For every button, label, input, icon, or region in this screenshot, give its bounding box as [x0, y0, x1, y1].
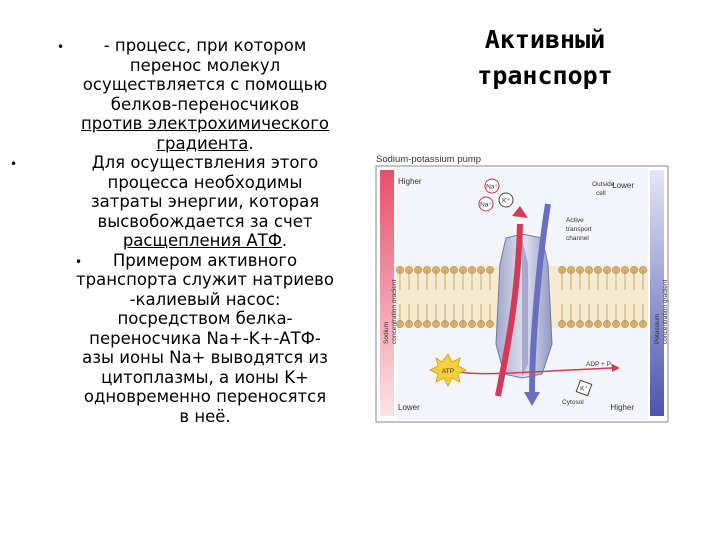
- text-line: транспорта служит натриево: [76, 270, 334, 289]
- svg-text:Potassium: Potassium: [654, 314, 661, 344]
- text-line: высвобождается за счет: [97, 211, 313, 231]
- text-line-underlined: расщепления АТФ: [122, 231, 282, 250]
- bullet-item-energy: • Для осуществления этого процесса необх…: [10, 153, 355, 251]
- text-line: Для осуществления этого: [91, 153, 319, 172]
- slide-title: Активный транспорт: [455, 22, 635, 94]
- text-line: Примером активного: [112, 250, 298, 270]
- text-line: переносчика Na+-K+-АТФ-: [89, 328, 321, 348]
- text-period: .: [248, 133, 254, 153]
- svg-text:concentration gradient: concentration gradient: [391, 279, 398, 344]
- text-line: процесса необходимы: [107, 172, 303, 192]
- svg-text:transport: transport: [566, 226, 592, 233]
- outside-cell-label: Outside: [592, 181, 615, 188]
- svg-text:K⁺: K⁺: [580, 386, 588, 393]
- text-line: - процесс, при котором: [103, 36, 307, 55]
- text-line: в неё.: [179, 406, 231, 426]
- outside-cell-label-line2: cell: [596, 190, 606, 197]
- atp-burst: ATP: [429, 353, 467, 387]
- bullet-item-definition: • - процесс, при котором перенос молекул…: [55, 36, 355, 153]
- left-higher-label: Higher: [398, 177, 422, 186]
- sodium-potassium-pump-diagram: Higher Lower Lower Higher Sodium concent…: [375, 165, 669, 423]
- potassium-axis-label: Potassium concentration gradient: [654, 279, 669, 344]
- bullet-item-example: • Примером активного транспорта служит н…: [55, 251, 355, 427]
- sodium-arrow: [495, 223, 523, 397]
- cytosol-label: Cytosol: [562, 399, 584, 406]
- svg-text:channel: channel: [566, 235, 589, 242]
- bullet-dot: •: [75, 254, 83, 269]
- text-line: -калиевый насос:: [129, 289, 281, 309]
- text-line: перенос молекул: [129, 55, 281, 75]
- svg-text:K⁺: K⁺: [502, 198, 510, 205]
- adp-label: ADP + Pᵢ: [586, 361, 612, 368]
- potassium-arrow: [529, 203, 551, 397]
- text-period: .: [281, 231, 288, 250]
- bullet-dot: •: [10, 157, 18, 171]
- text-line: посредством белка-: [117, 309, 293, 328]
- slide-body-text: • - процесс, при котором перенос молекул…: [10, 36, 355, 427]
- left-lower-label: Lower: [398, 403, 420, 412]
- title-line: транспорт: [477, 61, 613, 90]
- text-line-underlined: градиента: [156, 133, 249, 153]
- figure-caption: Sodium-potassium pump: [376, 154, 482, 165]
- svg-text:concentration gradient: concentration gradient: [662, 279, 669, 344]
- svg-text:Sodium: Sodium: [383, 322, 390, 344]
- sodium-ion: Na⁺ Na⁺: [478, 178, 500, 212]
- right-lower-label: Lower: [612, 181, 634, 190]
- sodium-axis-label: Sodium concentration gradient: [383, 279, 398, 344]
- text-line: затраты энергии, которая: [90, 192, 320, 211]
- svg-text:Na⁺: Na⁺: [480, 202, 492, 209]
- svg-text:Na⁺: Na⁺: [486, 184, 498, 191]
- atp-arrow: [459, 367, 613, 375]
- text-line: цитоплазмы, а ионы K+: [101, 367, 309, 387]
- text-line: одновременно переносятся: [83, 387, 327, 406]
- channel-label: Active: [566, 217, 584, 224]
- right-higher-label: Higher: [610, 403, 634, 412]
- text-line: белков-переносчиков: [110, 94, 300, 114]
- text-line: осуществляется с помощью: [82, 75, 328, 94]
- text-line: азы ионы Na+ выводятся из: [82, 348, 328, 367]
- potassium-ion: K⁺ K⁺: [498, 192, 593, 397]
- sodium-gradient-bar: [380, 170, 394, 416]
- bullet-dot: •: [57, 40, 65, 54]
- title-line: Активный: [484, 25, 606, 54]
- svg-text:ATP: ATP: [442, 368, 454, 375]
- potassium-gradient-bar: [650, 170, 664, 416]
- text-line-underlined: против электрохимического: [80, 114, 329, 133]
